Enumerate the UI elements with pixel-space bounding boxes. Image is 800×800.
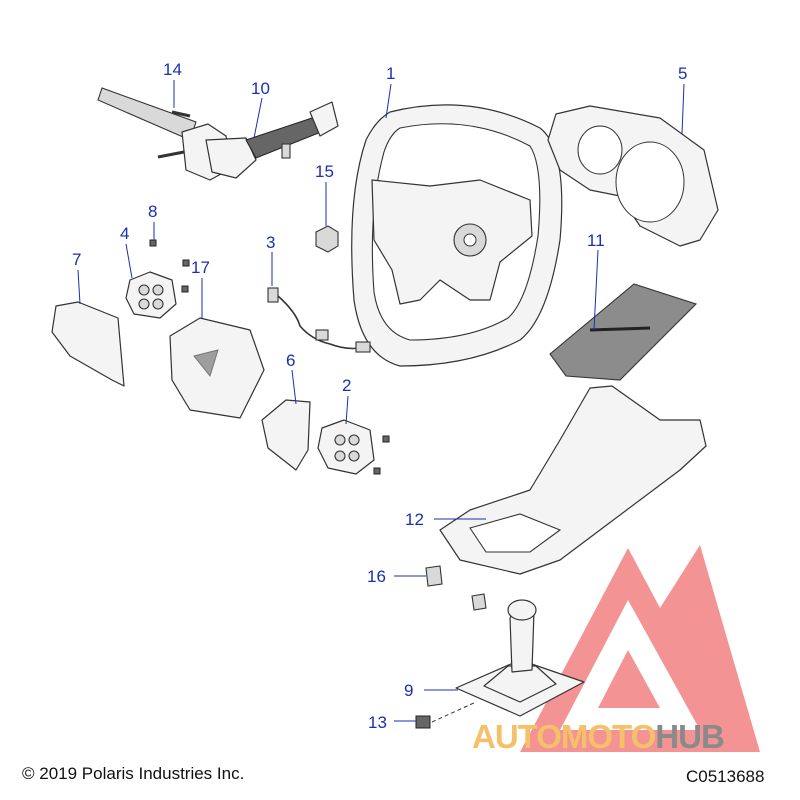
- brand-right: HUB: [655, 718, 724, 755]
- shifter: [455, 599, 585, 717]
- clip: [471, 593, 487, 611]
- callout-3: 3: [266, 233, 275, 252]
- callout-16: 16: [367, 567, 386, 586]
- dash-cover: [547, 105, 719, 247]
- fastener-13: [415, 715, 431, 729]
- callout-12: 12: [405, 510, 424, 529]
- bezel-right: [261, 399, 311, 471]
- callout-10: 10: [251, 79, 270, 98]
- callout-5: 5: [678, 64, 687, 83]
- callout-1: 1: [386, 64, 395, 83]
- screw: [382, 435, 390, 443]
- clip: [425, 565, 443, 587]
- center-console: [439, 385, 707, 575]
- callout-7: 7: [72, 250, 81, 269]
- watermark-logo: [520, 545, 760, 752]
- screw-8: [149, 239, 157, 247]
- screw: [181, 285, 189, 293]
- steering-column: [97, 87, 339, 181]
- switch-right: [317, 419, 375, 475]
- callout-11: 11: [587, 231, 605, 250]
- nut: [315, 225, 339, 253]
- callout-13: 13: [368, 713, 387, 732]
- screw: [373, 467, 381, 475]
- steering-wheel: [351, 104, 563, 367]
- bezel-left: [51, 301, 125, 387]
- callout-14: 14: [163, 60, 182, 79]
- diagram-reference: C0513688: [686, 767, 765, 786]
- switch-left: [125, 271, 177, 319]
- wire-harness: [267, 287, 371, 353]
- copyright-text: © 2019 Polaris Industries Inc.: [22, 764, 245, 783]
- callout-4: 4: [120, 224, 129, 243]
- callout-17: 17: [191, 258, 210, 277]
- callout-2: 2: [342, 376, 351, 395]
- airbag: [169, 317, 265, 419]
- vent-grille: [549, 283, 698, 381]
- callout-15: 15: [315, 162, 334, 181]
- watermark-brand: AUTOMOTOHUB: [472, 718, 725, 756]
- brand-left: AUTOMOTO: [472, 718, 656, 755]
- callout-6: 6: [286, 351, 295, 370]
- callout-8: 8: [148, 202, 157, 221]
- callout-9: 9: [404, 681, 413, 700]
- leader-lines: [77, 80, 685, 722]
- screw: [182, 259, 190, 267]
